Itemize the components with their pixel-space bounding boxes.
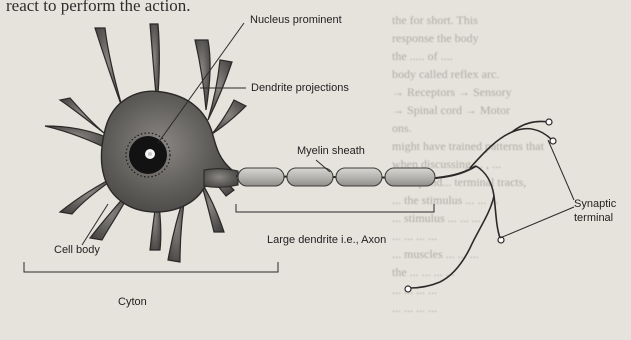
axon-hillock (204, 169, 238, 188)
synaptic-terminal-label-line2: terminal (574, 212, 613, 224)
cell-body-label: Cell body (54, 244, 100, 256)
terminal-branch (470, 129, 552, 168)
myelin-segment (385, 168, 435, 186)
terminal-branch (440, 196, 494, 282)
myelin-segment (287, 168, 333, 186)
myelin-sheath-label: Myelin sheath (297, 145, 365, 157)
terminal-button (405, 286, 411, 292)
myelin-segment (336, 168, 382, 186)
terminal-buttons (405, 119, 556, 292)
terminal-button (546, 119, 552, 125)
synaptic-terminals (410, 121, 552, 288)
synaptic-leader-line (548, 140, 574, 200)
myelin-sheath (238, 168, 435, 186)
cyton-label: Cyton (118, 296, 147, 308)
axon-label: Large dendrite i.e., Axon (267, 234, 386, 246)
myelin-segment (238, 168, 284, 186)
synaptic-terminal-label-line1: Synaptic (574, 198, 616, 210)
axon-bracket (236, 204, 434, 212)
synaptic-leader-line (500, 207, 574, 238)
terminal-button (550, 138, 556, 144)
dendrite-projections-label: Dendrite projections (251, 82, 349, 94)
terminal-branch (410, 282, 440, 288)
cyton-bracket (24, 262, 278, 272)
nucleus-label: Nucleus prominent (250, 14, 342, 26)
terminal-branch (476, 166, 500, 238)
